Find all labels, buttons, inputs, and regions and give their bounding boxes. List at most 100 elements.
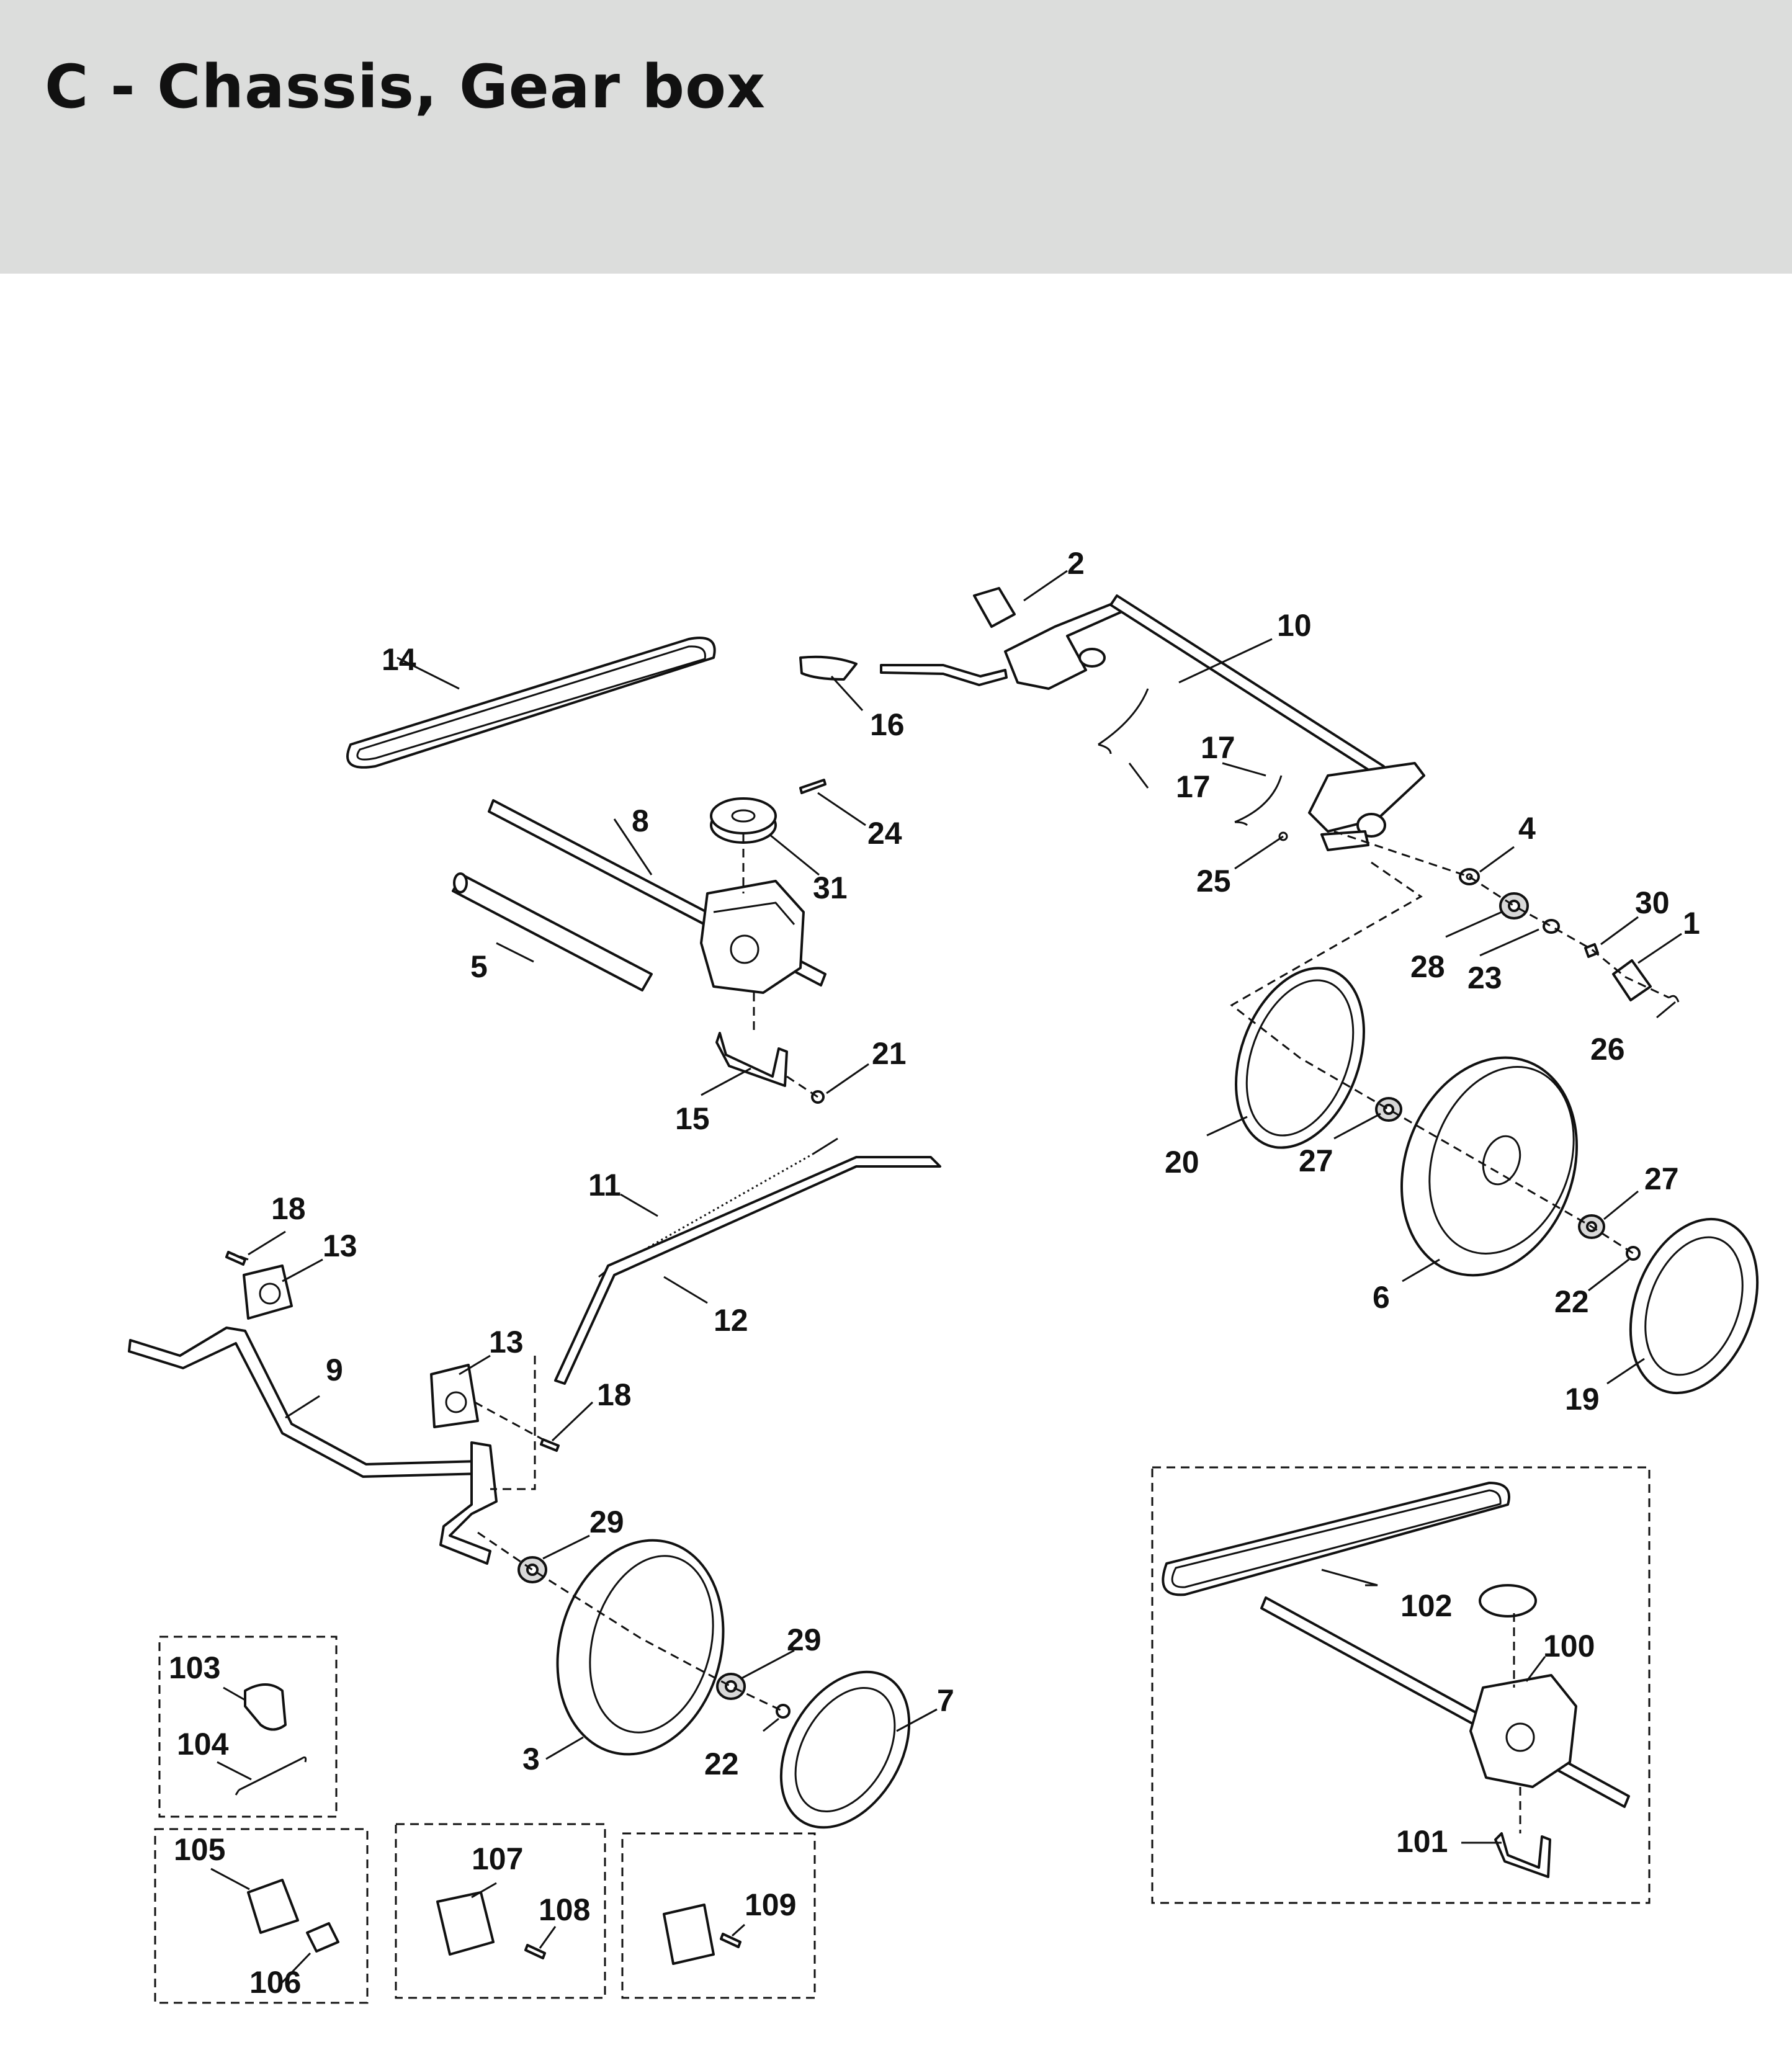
part-key-30 xyxy=(1584,943,1599,958)
part-rear-wheel-6 xyxy=(1400,1056,1579,1277)
label-part-100: 100 xyxy=(1543,1629,1595,1663)
label-part-30: 30 xyxy=(1635,885,1670,920)
label-part-18b: 18 xyxy=(597,1377,632,1412)
part-lever-16 xyxy=(799,655,1008,686)
label-part-13a: 13 xyxy=(323,1228,357,1263)
label-part-101: 101 xyxy=(1396,1824,1448,1859)
part-hubcap-7 xyxy=(779,1670,911,1829)
part-front-wheel-3 xyxy=(556,1539,725,1756)
part-spring-104 xyxy=(235,1756,307,1796)
label-part-105: 105 xyxy=(174,1832,225,1867)
label-part-2: 2 xyxy=(1067,546,1085,581)
part-bracket-15 xyxy=(715,1032,788,1087)
label-part-17a: 17 xyxy=(1201,730,1235,765)
part-clip-17b xyxy=(1234,775,1283,826)
part-gearbox xyxy=(700,880,805,994)
label-part-8: 8 xyxy=(632,803,649,838)
label-part-18a: 18 xyxy=(271,1191,306,1226)
part-pulley-31 xyxy=(710,797,777,844)
label-part-20: 20 xyxy=(1165,1145,1199,1179)
part-axle-frame-10 xyxy=(1004,594,1425,851)
label-part-27a: 27 xyxy=(1299,1143,1333,1178)
label-part-4: 4 xyxy=(1518,811,1536,846)
page-title: C - Chassis, Gear box xyxy=(45,52,766,122)
part-bearing-29a xyxy=(517,1556,547,1583)
part-number-labels: 2 10 14 16 17 17 8 24 4 30 1 31 25 28 23… xyxy=(169,546,1700,2000)
part-bearing-29b xyxy=(716,1673,746,1700)
part-bearing-28 xyxy=(1499,892,1529,920)
part-block-13b xyxy=(430,1364,479,1428)
part-tube-5 xyxy=(452,872,653,991)
part-screw-108 xyxy=(524,1944,546,1959)
part-109 xyxy=(663,1904,741,1965)
kit-box-107-108 xyxy=(395,1823,606,1999)
assembly-line-hub xyxy=(1230,861,1634,1255)
kit-box-109 xyxy=(621,1832,816,1999)
assembly-line-gearbox xyxy=(742,835,818,1098)
label-part-11: 11 xyxy=(588,1168,621,1202)
part-bearing-27a xyxy=(1375,1097,1402,1122)
part-107 xyxy=(436,1891,495,1956)
label-part-106: 106 xyxy=(249,1965,301,2000)
part-rod-12 xyxy=(554,1156,941,1385)
kit-box-100-102 xyxy=(1151,1466,1651,1904)
label-part-5: 5 xyxy=(470,949,488,984)
label-part-6: 6 xyxy=(1373,1280,1390,1315)
label-part-1: 1 xyxy=(1683,906,1700,941)
label-part-22b: 22 xyxy=(704,1747,739,1781)
label-part-10: 10 xyxy=(1277,608,1312,643)
label-part-14: 14 xyxy=(382,642,416,677)
part-clip-17a xyxy=(1098,688,1149,754)
label-part-31: 31 xyxy=(813,870,848,905)
label-part-9: 9 xyxy=(326,1353,343,1387)
part-screw-18a xyxy=(225,1251,246,1266)
part-clip-26 xyxy=(1669,995,1680,1003)
label-part-23: 23 xyxy=(1467,960,1502,995)
label-part-104: 104 xyxy=(177,1727,229,1761)
part-front-axle-9 xyxy=(128,1327,498,1565)
part-103 xyxy=(244,1683,287,1731)
label-part-27b: 27 xyxy=(1644,1161,1679,1196)
part-nut-22b xyxy=(776,1704,791,1719)
label-part-17b: 17 xyxy=(1176,769,1211,804)
part-clip-25 xyxy=(1278,831,1288,841)
label-part-24: 24 xyxy=(867,816,902,851)
label-part-108: 108 xyxy=(539,1892,590,1927)
assembly-line-kit xyxy=(1513,1613,1521,1833)
label-part-109: 109 xyxy=(745,1887,796,1922)
label-part-15: 15 xyxy=(675,1101,710,1136)
label-part-21: 21 xyxy=(872,1036,907,1071)
label-part-107: 107 xyxy=(472,1841,523,1876)
label-part-29b: 29 xyxy=(787,1622,822,1657)
label-part-102: 102 xyxy=(1400,1588,1452,1623)
label-part-3: 3 xyxy=(522,1742,540,1776)
kit-box-103-104 xyxy=(158,1636,338,1818)
part-gearbox-100 xyxy=(1260,1584,1630,1808)
part-hubcap-19 xyxy=(1629,1217,1759,1395)
kit-box-105-106 xyxy=(154,1828,369,2004)
label-part-22a: 22 xyxy=(1554,1284,1589,1319)
label-part-28: 28 xyxy=(1410,949,1445,984)
part-belt-102 xyxy=(1162,1482,1510,1596)
part-bracket-101 xyxy=(1494,1832,1551,1878)
assembly-line-height xyxy=(228,1251,544,1490)
label-part-7: 7 xyxy=(937,1683,954,1718)
header-bar xyxy=(0,0,1792,274)
part-knob-2 xyxy=(973,587,1016,628)
label-part-26: 26 xyxy=(1590,1032,1625,1067)
assembly-line-front xyxy=(477,1531,784,1712)
label-part-19: 19 xyxy=(1565,1382,1600,1416)
part-nut-22a xyxy=(1626,1246,1641,1261)
label-part-25: 25 xyxy=(1196,864,1231,898)
label-part-12: 12 xyxy=(714,1303,748,1338)
part-105 xyxy=(247,1879,299,1934)
part-ring-23 xyxy=(1543,919,1560,934)
label-part-103: 103 xyxy=(169,1650,220,1685)
leader-lines xyxy=(210,570,1682,1987)
label-part-13b: 13 xyxy=(489,1325,524,1359)
part-screw-18b xyxy=(540,1438,560,1452)
part-106 xyxy=(306,1922,339,1953)
label-part-29a: 29 xyxy=(589,1505,624,1539)
part-block-13a xyxy=(243,1264,293,1320)
